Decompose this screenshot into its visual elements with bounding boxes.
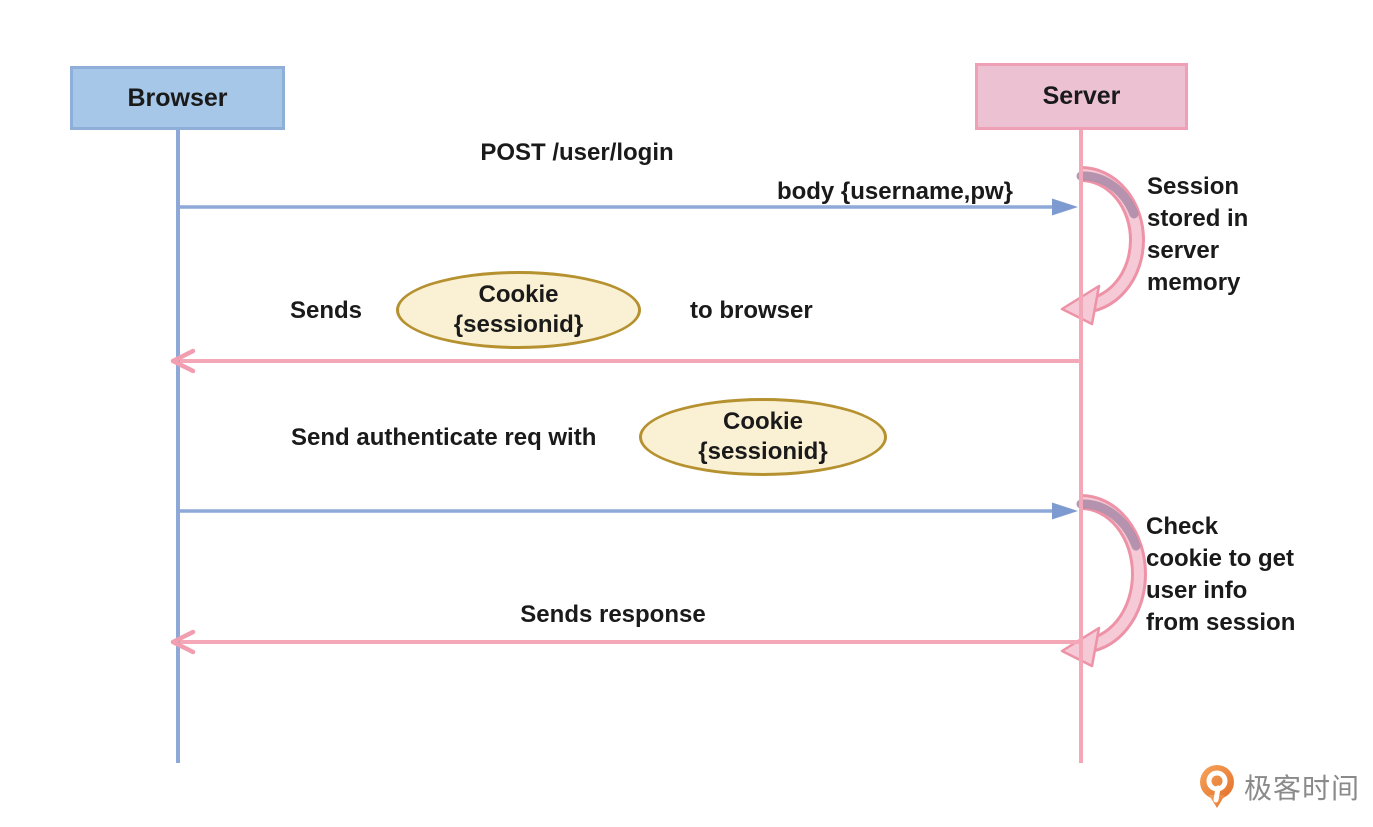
cookie-sessionid: {sessionid} xyxy=(453,311,584,338)
arrow-send-response xyxy=(170,629,1081,655)
actor-browser-label: Browser xyxy=(127,83,228,112)
arrowhead-right-icon xyxy=(1052,502,1078,520)
server-self-loop-check-cookie xyxy=(1060,494,1147,668)
geektime-logo-icon xyxy=(1200,765,1234,808)
arrow-send-cookie xyxy=(170,348,1081,374)
label-login-request-line2: body {username,pw} xyxy=(776,178,1013,205)
cookie-sessionid: {sessionid} xyxy=(698,438,828,465)
label-auth-request: Send authenticate req with xyxy=(291,424,597,451)
cookie-ellipse-1: Cookie {sessionid} xyxy=(396,271,641,349)
label-login-request-line1: POST /user/login xyxy=(480,139,674,166)
arrow-login-request xyxy=(180,198,1078,216)
note-session-stored: Session stored in server memory xyxy=(1147,173,1249,296)
label-send-cookie-prefix: Sends xyxy=(290,297,363,324)
actor-server-label: Server xyxy=(1042,82,1121,110)
geektime-logo: 极客时间 xyxy=(1197,763,1360,811)
server-self-loop-store-session xyxy=(1060,166,1145,326)
arrowhead-right-icon xyxy=(1052,198,1078,216)
cookie-title: Cookie xyxy=(478,281,559,308)
arrowhead-left-icon xyxy=(170,629,196,655)
cookie-title: Cookie xyxy=(722,408,803,435)
actor-server: Server xyxy=(975,63,1188,130)
actor-browser: Browser xyxy=(70,66,285,130)
label-send-response: Sends response xyxy=(520,601,706,628)
geektime-logo-text: 极客时间 xyxy=(1244,773,1361,804)
label-send-cookie-suffix: to browser xyxy=(690,297,813,324)
note-check-cookie: Check cookie to get user info from sessi… xyxy=(1146,513,1296,636)
arrow-auth-request xyxy=(180,502,1078,520)
arrowhead-left-icon xyxy=(170,348,196,374)
cookie-ellipse-2: Cookie {sessionid} xyxy=(639,398,887,476)
